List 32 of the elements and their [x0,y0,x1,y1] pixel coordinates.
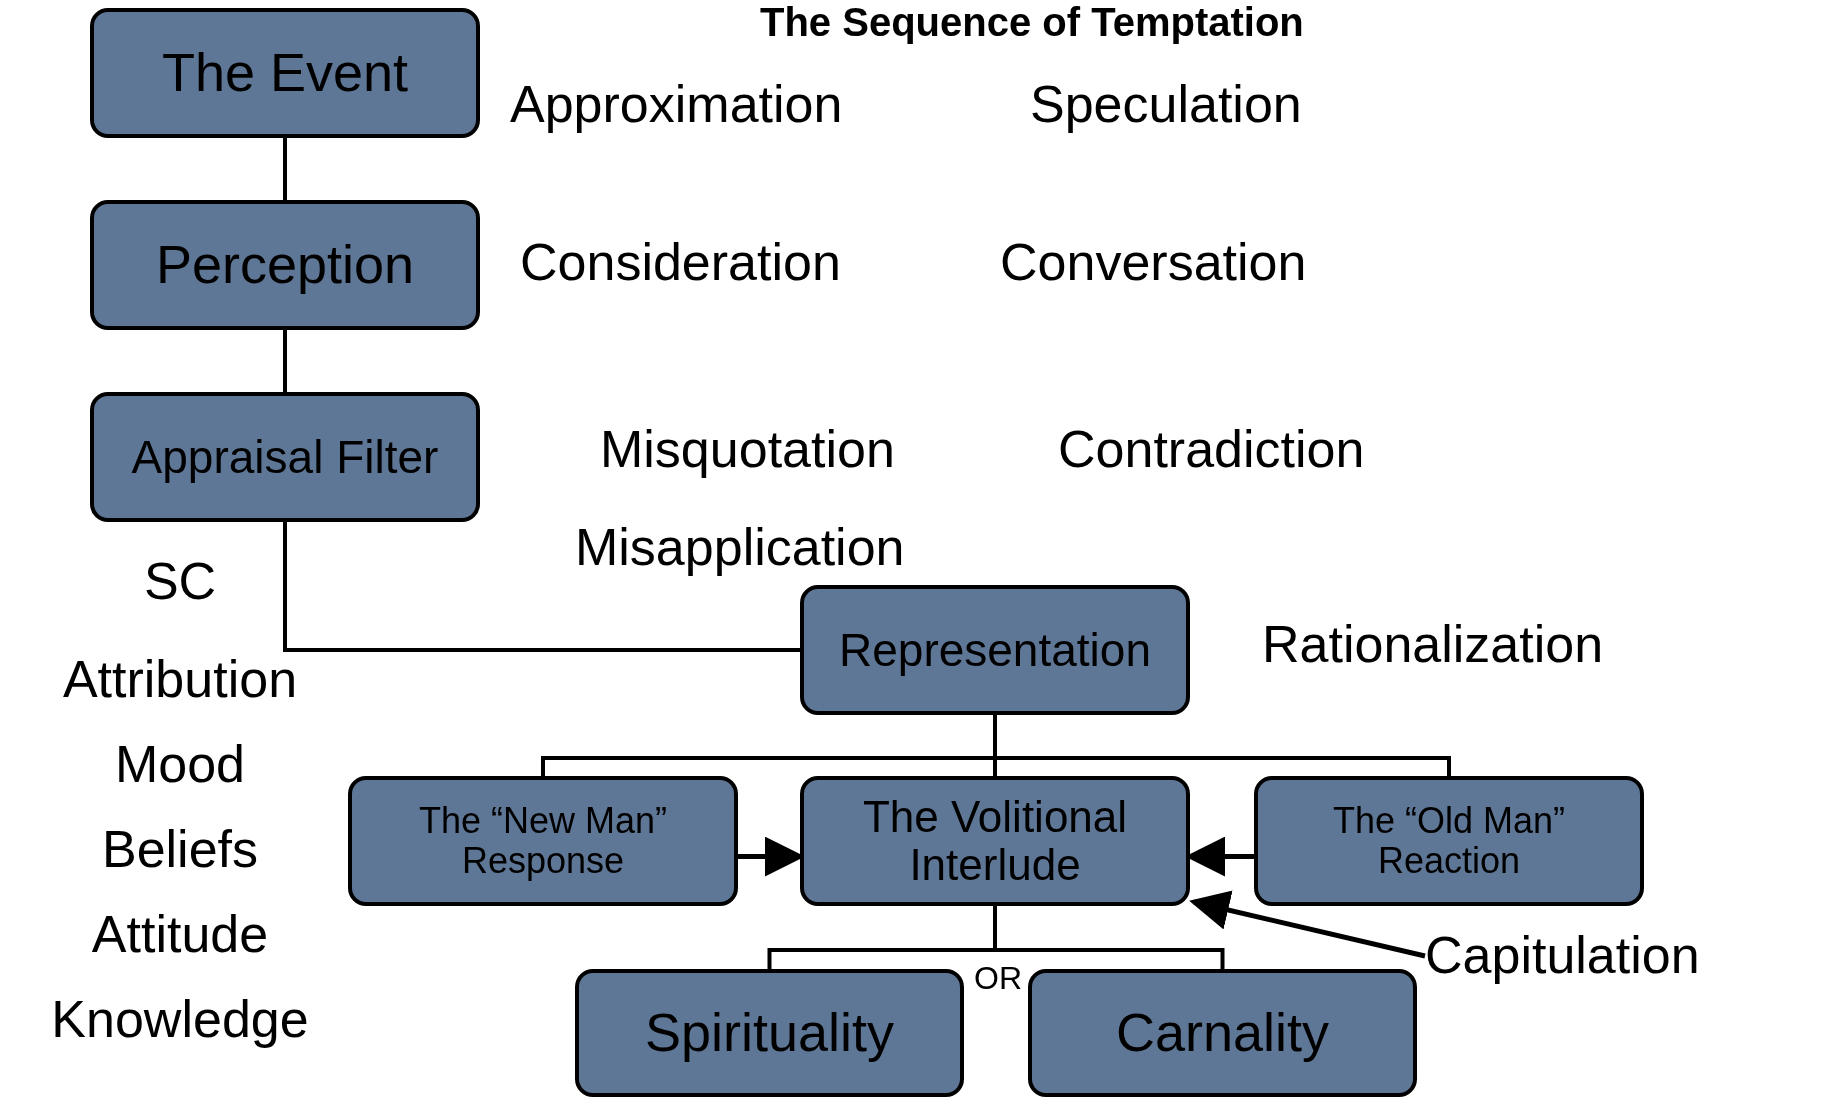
text-label: Mood [113,735,247,795]
connector-line [283,138,287,200]
title: The Sequence of Temptation [760,0,1304,44]
text-label: Attribution [61,650,299,710]
node-label: Capitulation [1425,920,1825,992]
process-box: Spirituality [575,969,964,1097]
process-box: The “Old Man” Reaction [1254,776,1644,906]
text-label: Conversation [1000,233,1308,293]
text-label: Attitude [90,905,270,965]
text-label: Contradiction [1058,420,1366,480]
arrow [1189,890,1426,959]
text-label: Consideration [520,233,842,293]
process-box: The Event [90,8,480,138]
connector-line [993,906,1225,969]
text-label: SC [142,552,218,612]
process-box: The “New Man” Response [348,776,738,906]
text-label: OR [973,960,1023,997]
text-label: Misapplication [575,518,906,578]
process-box: The Volitional Interlude [800,776,1190,906]
process-box: Carnality [1028,969,1417,1097]
connector-line [283,522,800,652]
text-label: Knowledge [50,990,310,1050]
process-box: Representation [800,585,1190,715]
text-label: Rationalization [1262,615,1605,675]
text-label: Beliefs [100,820,260,880]
process-box: Appraisal Filter [90,392,480,522]
connector-line [993,715,1451,776]
text-label: Speculation [1030,75,1303,135]
connector-line [283,330,287,392]
text-label: Misquotation [600,420,896,480]
process-box: Perception [90,200,480,330]
text-label: Approximation [510,75,844,135]
